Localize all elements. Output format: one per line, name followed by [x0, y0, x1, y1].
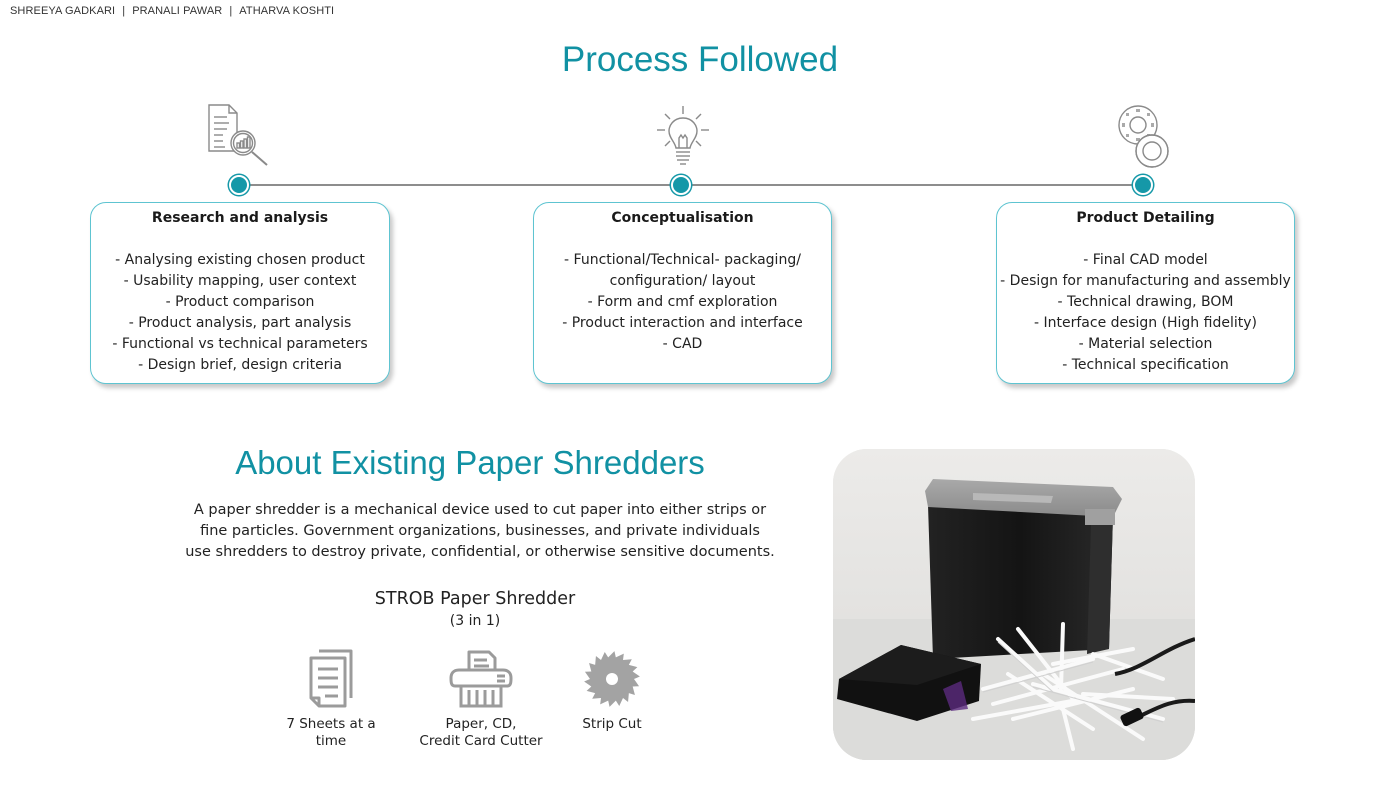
step-card-item: - Functional vs technical parameters	[112, 336, 368, 352]
author-name: ATHARVA KOSHTI	[239, 5, 335, 17]
step-card-item: - Usability mapping, user context	[123, 273, 357, 289]
timeline-dot	[229, 175, 249, 195]
step-card-item: - Form and cmf exploration	[587, 294, 778, 310]
step-card-title: Conceptualisation	[611, 210, 754, 226]
step-card-list: - Final CAD model - Design for manufactu…	[997, 250, 1294, 376]
description-line: use shredders to destroy private, confid…	[185, 544, 775, 560]
step-card-item: - Product interaction and interface	[562, 315, 803, 331]
step-card-conceptualisation: Conceptualisation - Functional/Technical…	[533, 202, 832, 384]
description-line: A paper shredder is a mechanical device …	[193, 502, 767, 518]
step-card-item: - Interface design (High fidelity)	[1034, 315, 1257, 331]
step-card-item: - Material selection	[1078, 336, 1213, 352]
product-name: STROB Paper Shredder	[374, 589, 576, 609]
bearing-icon	[1116, 103, 1172, 173]
authors-line: SHREEYA GADKARI | PRANALI PAWAR | ATHARVA KO…	[10, 5, 334, 17]
author-name: SHREEYA GADKARI	[10, 5, 116, 17]
step-card-title: Product Detailing	[1076, 210, 1215, 226]
author-name: PRANALI PAWAR	[132, 5, 223, 17]
step-card-item: - Product comparison	[165, 294, 315, 310]
shredder-icon	[449, 650, 513, 708]
step-card-list: - Functional/Technical- packaging/ confi…	[534, 250, 831, 355]
feature-sheets: 7 Sheets at a time	[251, 648, 411, 750]
step-card-list: - Analysing existing chosen product - Us…	[91, 250, 389, 376]
sheets-icon	[309, 649, 353, 708]
author-separator: |	[229, 5, 233, 17]
author-separator: |	[122, 5, 126, 17]
step-card-item: - Functional/Technical- packaging/	[564, 252, 801, 268]
timeline-dot	[1133, 175, 1153, 195]
step-card-item: - Analysing existing chosen product	[115, 252, 365, 268]
step-card-detailing: Product Detailing - Final CAD model - De…	[996, 202, 1295, 384]
process-title: Process Followed	[561, 40, 839, 79]
description-line: fine particles. Government organizations…	[200, 523, 760, 539]
step-card-item: configuration/ layout	[609, 273, 756, 289]
feature-label: Strip Cut	[582, 716, 642, 732]
feature-label: time	[315, 733, 347, 749]
about-description: A paper shredder is a mechanical device …	[170, 500, 790, 563]
timeline-dot	[671, 175, 691, 195]
product-subtitle: (3 in 1)	[449, 613, 501, 629]
about-title: About Existing Paper Shredders	[235, 444, 705, 481]
step-card-item: - Design for manufacturing and assembly	[1000, 273, 1291, 289]
step-card-research: Research and analysis - Analysing existi…	[90, 202, 390, 384]
step-card-item: - CAD	[662, 336, 703, 352]
feature-label: Credit Card Cutter	[419, 733, 543, 749]
product-photo	[833, 449, 1195, 760]
feature-strip-cut: Strip Cut	[532, 648, 692, 733]
step-card-item: - Design brief, design criteria	[138, 357, 342, 373]
lightbulb-icon	[655, 104, 711, 172]
timeline-line	[239, 184, 1143, 186]
document-analysis-icon	[205, 103, 273, 173]
feature-label: Paper, CD,	[445, 716, 517, 732]
saw-blade-icon	[584, 651, 640, 707]
feature-label: 7 Sheets at a	[286, 716, 376, 732]
step-card-title: Research and analysis	[151, 210, 329, 226]
step-card-item: - Technical specification	[1062, 357, 1229, 373]
feature-cutter: Paper, CD, Credit Card Cutter	[401, 648, 561, 750]
step-card-item: - Technical drawing, BOM	[1057, 294, 1234, 310]
step-card-item: - Final CAD model	[1083, 252, 1208, 268]
step-card-item: - Product analysis, part analysis	[128, 315, 352, 331]
